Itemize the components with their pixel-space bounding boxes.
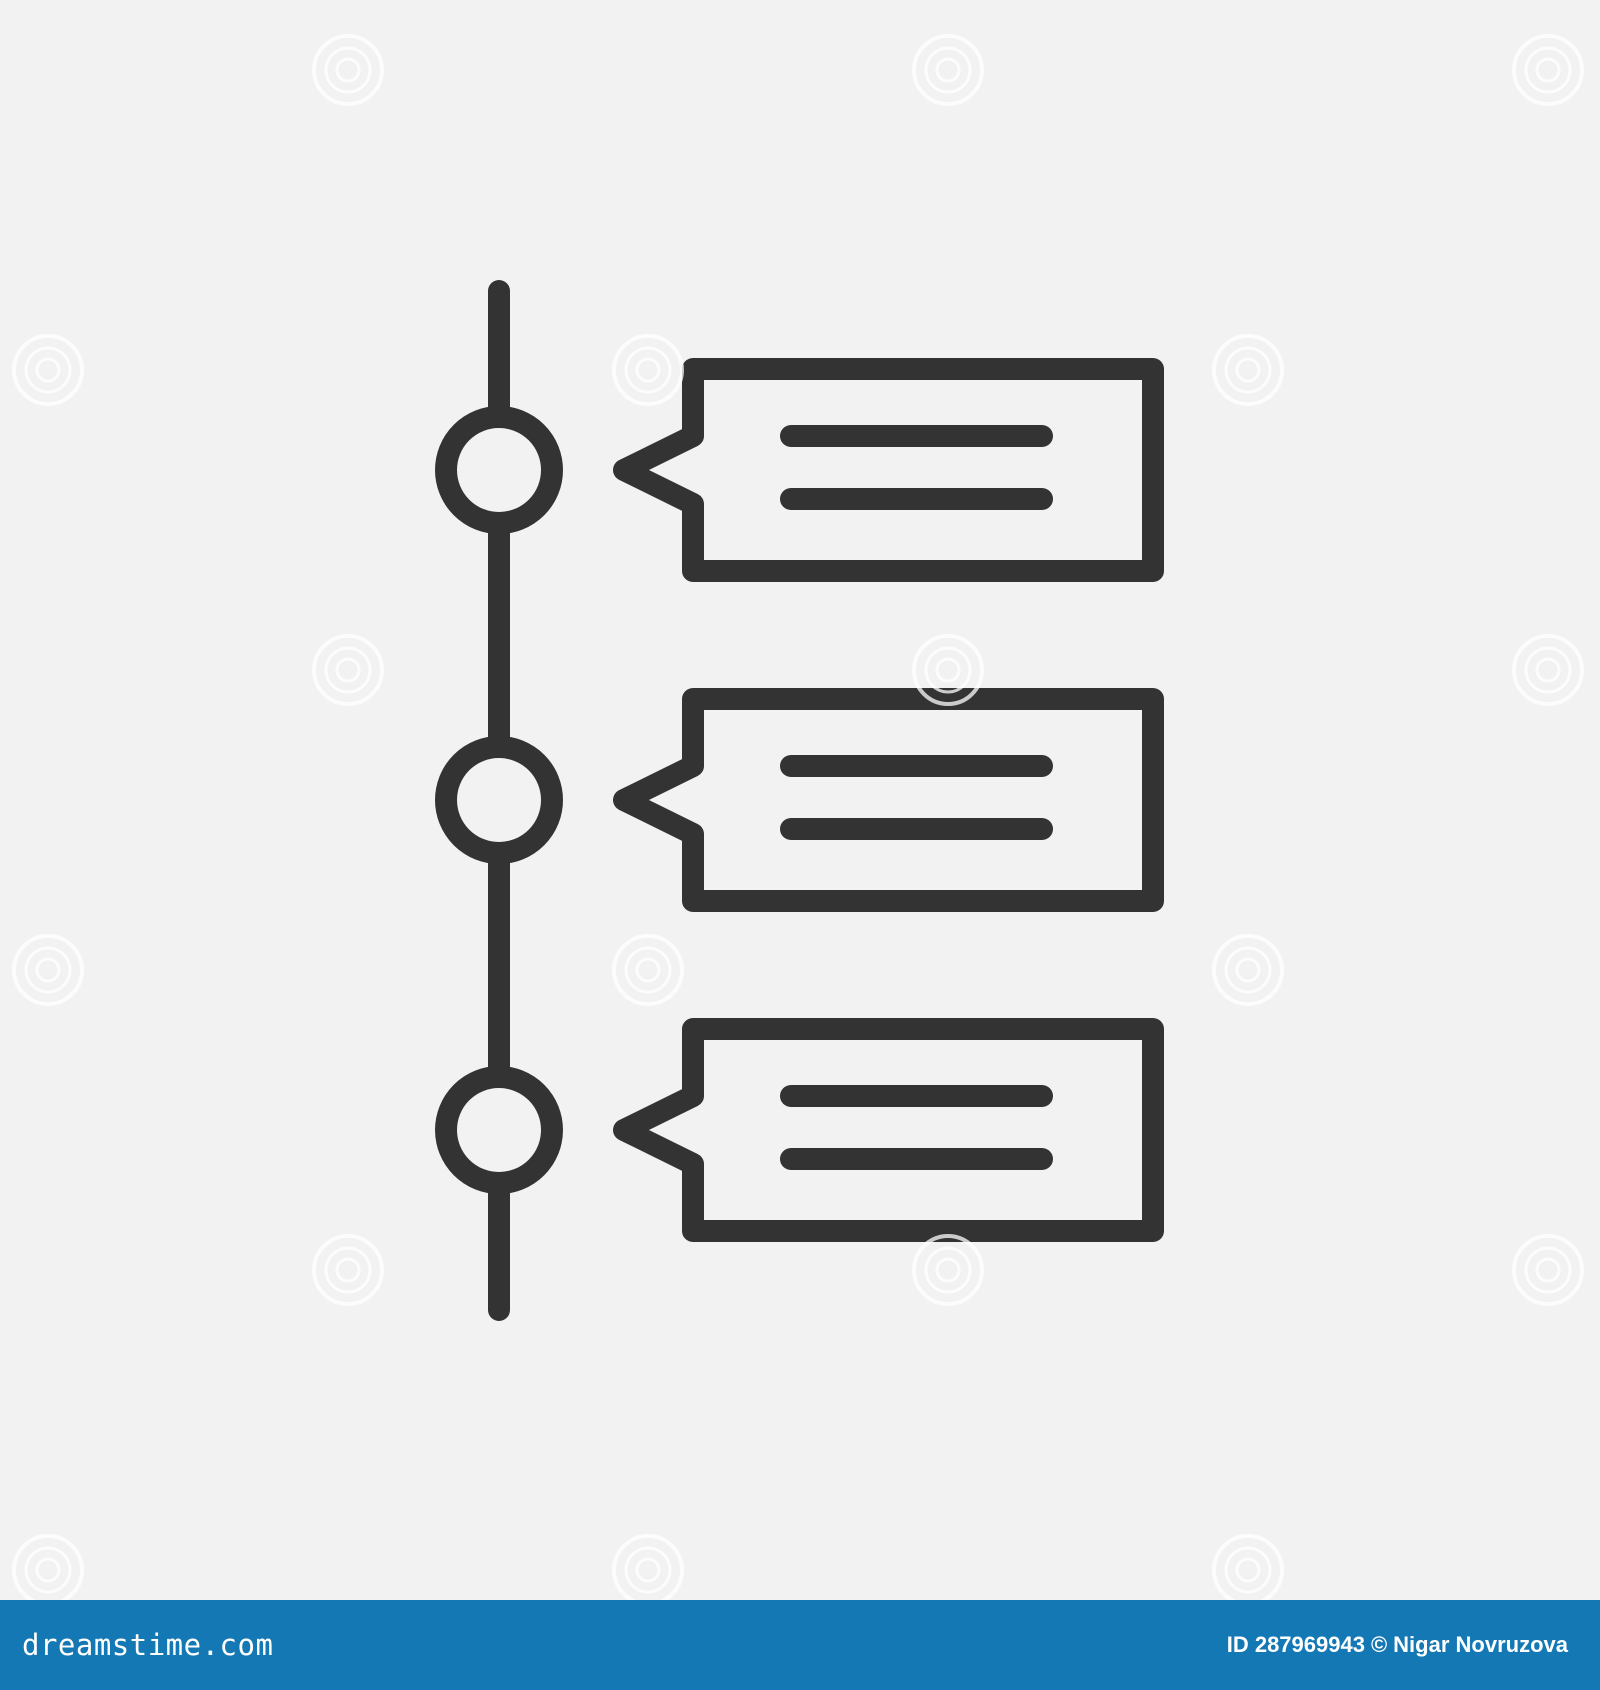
circle-node-icon [435, 1066, 563, 1194]
speech-bubble-icon [613, 358, 1164, 582]
image-credit: ID 287969943 © Nigar Novruzova [1227, 1632, 1568, 1658]
circle-node-icon [435, 736, 563, 864]
image-id: ID 287969943 [1226, 1632, 1365, 1657]
brand-logo: dreamstime.com [22, 1628, 274, 1662]
copyright-symbol: © [1370, 1632, 1388, 1657]
circle-node-icon [435, 406, 563, 534]
timeline-icon [435, 280, 1164, 1321]
speech-bubble-icon [613, 688, 1164, 912]
author-name: Nigar Novruzova [1393, 1632, 1568, 1657]
speech-bubble-icon [613, 1018, 1164, 1242]
footer-bar: dreamstime.com ID 287969943 © Nigar Novr… [0, 1600, 1600, 1690]
